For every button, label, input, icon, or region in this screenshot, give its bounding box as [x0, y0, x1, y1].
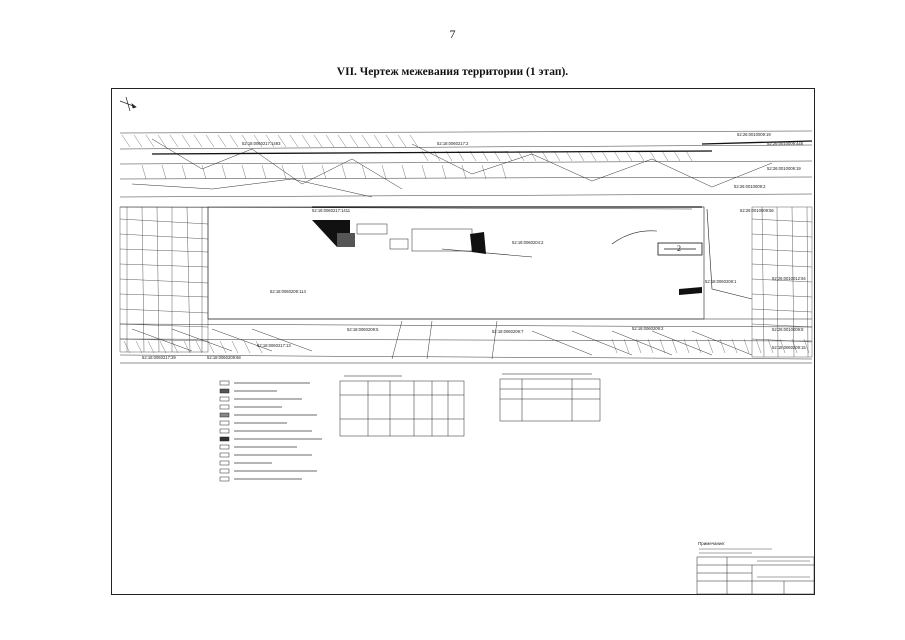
- parcel-label: 52:18:0060209:2: [632, 326, 664, 331]
- legend-text-lines: [234, 382, 322, 480]
- hatch-top: [121, 134, 693, 180]
- bottom-strip: [119, 320, 813, 360]
- notes-heading: Примечание:: [698, 541, 726, 546]
- top-strip: [119, 130, 813, 210]
- parcel-label: 52:26:0010009:19: [767, 166, 801, 171]
- parcel-label: 52:18:0060217:1411: [312, 208, 351, 213]
- legend-symbols: [219, 380, 230, 482]
- parcel-label: 52:18:0060204:2: [512, 240, 544, 245]
- parcel-label: 52:18:0060217:1493: [242, 141, 281, 146]
- left-block: [119, 206, 209, 353]
- parcel-label: 52:26:0010009:19: [737, 132, 771, 137]
- surveying-map: [119, 96, 814, 594]
- parcel-label: 52:26:0010009:2: [734, 184, 766, 189]
- title-block: [696, 556, 814, 594]
- parcel-label: 52:18:0060209:114: [270, 289, 306, 294]
- north-arrow-icon: [119, 96, 137, 112]
- parcel-label: 52:18:0060209:7: [492, 329, 524, 334]
- page-number: 7: [449, 27, 456, 41]
- page-title: VII. Чертеж межевания территории (1 этап…: [336, 66, 569, 78]
- parcel-label: 52:26:0010012:94: [772, 276, 806, 281]
- parcel-label: 52:18:0060209:15: [772, 345, 806, 350]
- central-area: [207, 206, 812, 320]
- plots-table: [339, 380, 465, 437]
- parcel-label: 52:26:0010009:8: [772, 327, 804, 332]
- parcel-label: 52:18:0060217:29: [142, 355, 176, 360]
- plot-number-box: [657, 242, 703, 256]
- parcel-label: 52:18:0060209:5: [347, 327, 379, 332]
- drawing-sheet: 52:18:0060217:1493 52:18:0060217:2 52:26…: [111, 88, 815, 595]
- parcel-label: 52:26:0010009:445: [767, 141, 804, 146]
- plot-number: 2: [677, 244, 681, 253]
- parcel-label: 52:18:0060209:68: [207, 355, 241, 360]
- parcel-label: 52:26:0010009:56: [740, 208, 774, 213]
- parcel-label: 52:18:0060217:2: [437, 141, 469, 146]
- right-block: [751, 206, 813, 358]
- parcel-label: 52:18:0060208:1: [705, 279, 737, 284]
- areas-table: [499, 378, 601, 422]
- parcel-label: 52:18:0060217:13: [257, 343, 291, 348]
